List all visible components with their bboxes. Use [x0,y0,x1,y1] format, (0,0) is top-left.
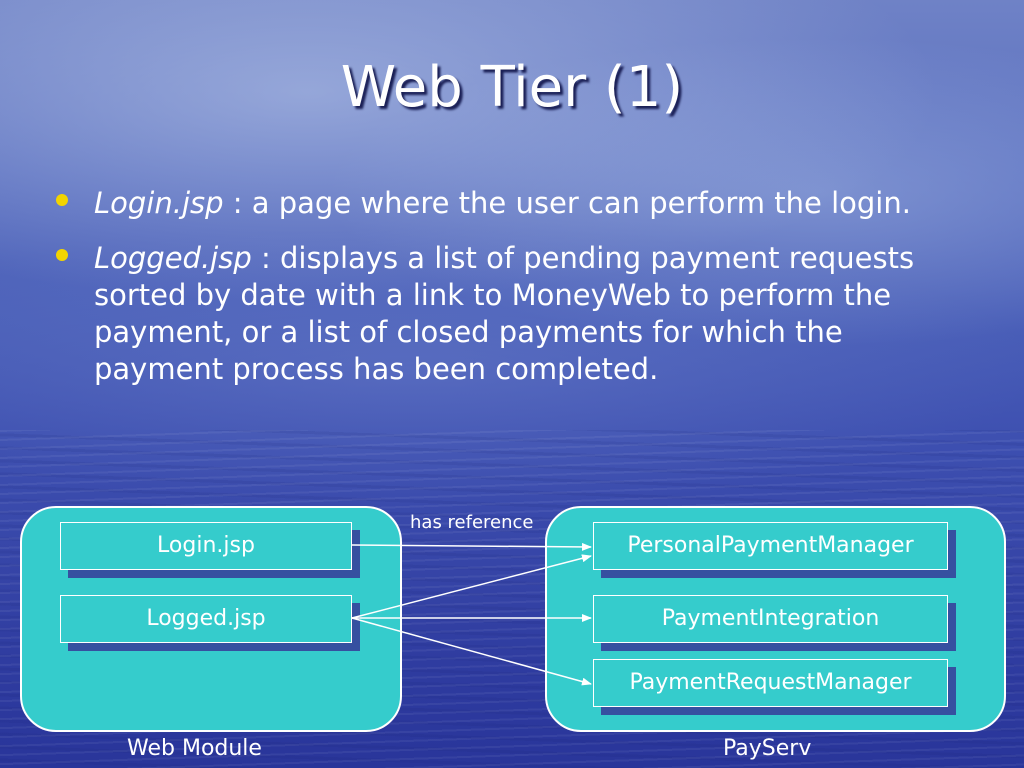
bullet-text: : a page where the user can perform the … [223,186,911,220]
bullet-item-login: Login.jsp : a page where the user can pe… [56,185,976,222]
bullet-dot-icon [56,249,68,261]
bullet-list: Login.jsp : a page where the user can pe… [56,185,976,406]
node-logged-jsp: Logged.jsp [60,595,352,643]
bullet-text: : displays a list of pending payment req… [94,241,915,386]
edge-label-has-reference: has reference [410,512,534,533]
caption-payserv: PayServ [723,736,812,761]
node-payment-request-manager: PaymentRequestManager [593,659,948,707]
bullet-term: Logged.jsp [94,241,252,275]
node-payment-integration: PaymentIntegration [593,595,948,643]
slide-title: Web Tier (1) [340,55,684,120]
bullet-term: Login.jsp [94,186,224,220]
bullet-item-logged: Logged.jsp : displays a list of pending … [56,240,976,388]
node-personal-payment-manager: PersonalPaymentManager [593,522,948,570]
caption-web-module: Web Module [127,736,262,761]
bullet-dot-icon [56,194,68,206]
node-login-jsp: Login.jsp [60,522,352,570]
